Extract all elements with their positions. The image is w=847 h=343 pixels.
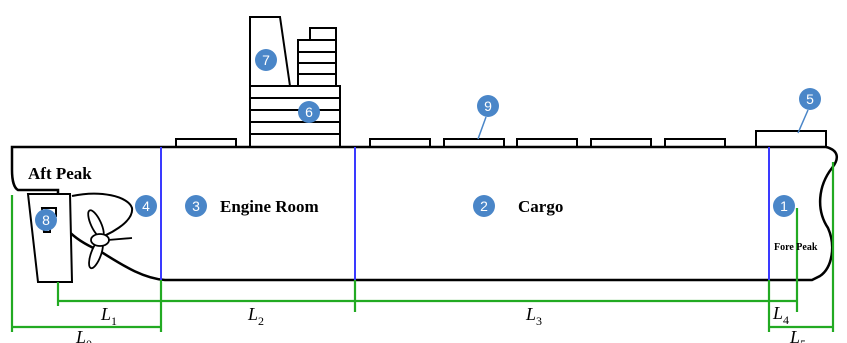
badge-7-circle <box>255 49 277 71</box>
badge-3-circle <box>185 195 207 217</box>
badge-5-number: 5 <box>806 91 814 107</box>
label-cargo: Cargo <box>518 197 563 216</box>
dim-label-L2: L2 <box>247 304 264 328</box>
superstructure <box>249 16 341 148</box>
bulkheads <box>160 147 770 280</box>
accommodation-block <box>249 85 341 148</box>
badge-9-leader <box>477 116 487 140</box>
badge-8-circle <box>35 209 57 231</box>
badge-6-circle <box>298 101 320 123</box>
propeller <box>87 209 133 270</box>
badge-6-number: 6 <box>305 104 313 120</box>
deckhouse-tier-1 <box>297 39 337 53</box>
badge-8: 8 <box>35 209 57 231</box>
badge-2: 2 <box>473 195 495 217</box>
propeller-shaft <box>107 237 133 241</box>
hull-outline <box>10 145 839 282</box>
stern-curve <box>71 192 134 241</box>
badge-1-circle <box>773 195 795 217</box>
wheelhouse-top <box>309 27 337 41</box>
badge-5: 5 <box>797 88 821 134</box>
badge-2-number: 2 <box>480 198 488 214</box>
label-fore-peak: Fore Peak <box>774 242 818 253</box>
badge-4-circle <box>135 195 157 217</box>
badge-5-circle <box>799 88 821 110</box>
label-aft-peak: Aft Peak <box>28 164 92 183</box>
badge-4-number: 4 <box>142 198 150 214</box>
badge-7: 7 <box>255 49 277 71</box>
badge-3: 3 <box>185 195 207 217</box>
dim-label-L5: L5 <box>789 327 806 343</box>
badge-6: 6 <box>298 101 320 123</box>
dim-label-L4: L4 <box>772 303 789 327</box>
badge-3-number: 3 <box>192 198 200 214</box>
badge-4: 4 <box>135 195 157 217</box>
dim-label-L0: L0 <box>75 327 92 343</box>
dim-label-L3: L3 <box>525 304 542 328</box>
badge-1-number: 1 <box>780 198 788 214</box>
badge-9-circle <box>477 95 499 117</box>
badge-1: 1 <box>773 195 795 217</box>
badge-8-number: 8 <box>42 212 50 228</box>
forecastle-deck <box>755 130 827 148</box>
deckhouse-tier-2 <box>297 51 337 87</box>
badge-7-number: 7 <box>262 52 270 68</box>
badge-9-number: 9 <box>484 98 492 114</box>
badge-2-circle <box>473 195 495 217</box>
dimension-lines <box>10 162 835 332</box>
label-engine-room: Engine Room <box>220 197 319 216</box>
badge-5-leader <box>797 109 809 134</box>
badge-9: 9 <box>477 95 499 140</box>
dim-label-L1: L1 <box>100 304 117 328</box>
propeller-hub <box>90 233 110 247</box>
